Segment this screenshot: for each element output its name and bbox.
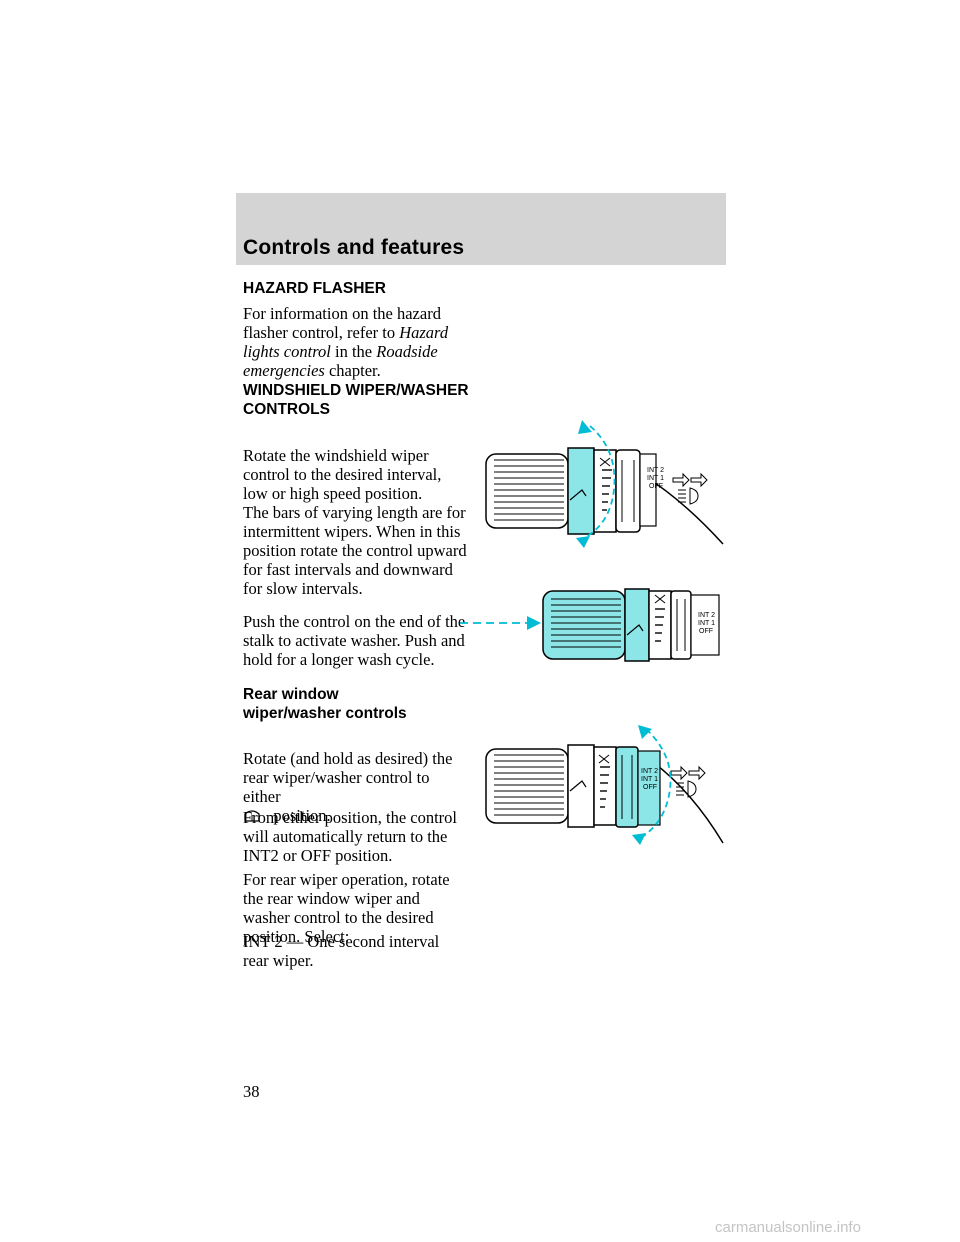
- fig1-off-label: OFF: [649, 483, 663, 490]
- fig3-int2-label: INT 2: [641, 768, 658, 775]
- fig2-int1-label: INT 1: [698, 620, 715, 627]
- rear-text-1b: position.: [273, 806, 331, 825]
- wiper-rotate-figure: INT 2 INT 1 OFF: [485, 420, 724, 548]
- wiper-text-1: Rotate the windshield wiper control to t…: [243, 446, 442, 503]
- fig3-arrows-icon: [670, 765, 706, 781]
- fig2-int2-label: INT 2: [698, 612, 715, 619]
- fig3-arrow-down-icon: [632, 833, 646, 845]
- rear-text-3: For rear wiper operation, rotate the rea…: [243, 870, 450, 946]
- rear-text-1a: Rotate (and hold as desired) the rear wi…: [243, 749, 453, 806]
- page-number: 38: [243, 1082, 260, 1101]
- wiper-paragraph-3: Push the control on the end of the stalk…: [243, 612, 468, 669]
- wiper-paragraph-1: Rotate the windshield wiper control to t…: [243, 446, 468, 503]
- wiper-text-3: Push the control on the end of the stalk…: [243, 612, 466, 669]
- rear-text-4: INT 2 — One second interval rear wiper.: [243, 932, 440, 970]
- wiper-paragraph-2: The bars of varying length are for inter…: [243, 503, 468, 598]
- fig1-arrow-up-icon: [578, 420, 592, 434]
- fig1-rotate-arc: [583, 425, 616, 539]
- rear-text-2: From either position, the control will a…: [243, 808, 458, 865]
- fig1-int2-label: INT 2: [647, 467, 664, 474]
- fig3-int1-label: INT 1: [641, 776, 658, 783]
- page-title: Controls and features: [243, 236, 465, 259]
- rear-wiper-figure: INT 2 INT 1 OFF: [485, 725, 724, 845]
- rear-paragraph-4: INT 2 — One second interval rear wiper.: [243, 932, 468, 970]
- hazard-paragraph: For information on the hazard flasher co…: [243, 304, 468, 380]
- rear-paragraph-3: For rear wiper operation, rotate the rea…: [243, 870, 468, 946]
- hazard-text-a: For information on the hazard flasher co…: [243, 304, 441, 342]
- rear-washer-icon: [244, 810, 260, 822]
- rear-paragraph-1: Rotate (and hold as desired) the rear wi…: [243, 749, 468, 825]
- watermark: carmanualsonline.info: [715, 1219, 861, 1236]
- fig3-off-label: OFF: [643, 784, 657, 791]
- fig3-arrow-up-icon: [638, 725, 652, 739]
- hazard-text-c: chapter.: [324, 361, 381, 380]
- fig1-int1-label: INT 1: [647, 475, 664, 482]
- wiper-heading: WINDSHIELD WIPER/WASHER CONTROLS: [243, 382, 469, 418]
- rear-paragraph-2: From either position, the control will a…: [243, 808, 468, 865]
- roadside-emergencies-link: Roadside emergencies: [243, 342, 438, 380]
- washer-push-figure: INT 2 INT 1 OFF: [460, 588, 720, 662]
- wiper-text-2: The bars of varying length are for inter…: [243, 503, 467, 598]
- rear-heading: Rear window wiper/washer controls: [243, 686, 407, 722]
- fig1-arrows-icon: [672, 472, 708, 488]
- hazard-flasher-heading: HAZARD FLASHER: [243, 280, 386, 297]
- hazard-lights-link: Hazard lights control: [243, 323, 449, 361]
- fig3-headlamp-icon: [676, 780, 697, 798]
- hazard-text-b: in the: [330, 342, 377, 361]
- header-bar: [236, 193, 726, 265]
- fig1-headlamp-icon: [678, 487, 699, 505]
- fig2-arrow-right-icon: [527, 616, 541, 630]
- fig1-arrow-down-icon: [576, 536, 590, 548]
- fig2-off-label: OFF: [699, 628, 713, 635]
